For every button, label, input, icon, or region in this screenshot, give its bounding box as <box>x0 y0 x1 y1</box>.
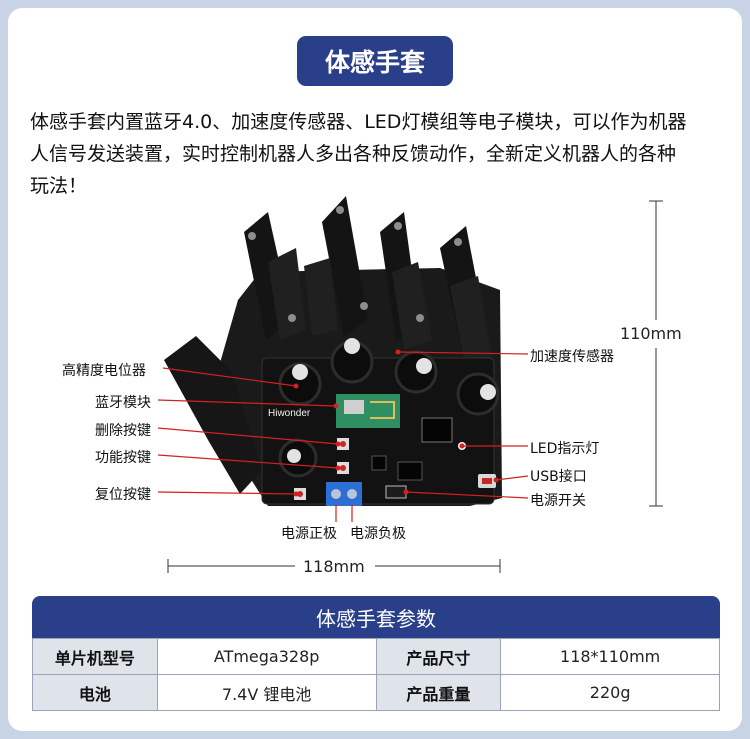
product-description: 体感手套内置蓝牙4.0、加速度传感器、LED灯模组等电子模块，可以作为机器 人信… <box>30 106 725 202</box>
board-brand: Hiwonder <box>268 408 311 419</box>
param-key: 产品重量 <box>375 674 502 711</box>
dimension-height: 110mm <box>620 324 682 343</box>
label-function-button: 功能按键 <box>95 450 151 466</box>
param-value: ATmega328p <box>156 638 377 675</box>
param-key: 产品尺寸 <box>375 638 502 675</box>
description-line: 体感手套内置蓝牙4.0、加速度传感器、LED灯模组等电子模块，可以作为机器 <box>30 111 687 133</box>
label-power-positive: 电源正极 <box>281 526 337 542</box>
table-row: 单片机型号 ATmega328p 产品尺寸 118*110mm <box>32 638 720 675</box>
description-line: 玩法！ <box>30 175 88 197</box>
dimension-width: 118mm <box>303 557 365 576</box>
label-reset-button: 复位按键 <box>95 487 151 503</box>
label-power-negative: 电源负极 <box>350 526 406 542</box>
label-potentiometer: 高精度电位器 <box>62 363 146 379</box>
table-row: 电池 7.4V 锂电池 产品重量 220g <box>32 674 720 711</box>
param-key: 电池 <box>32 674 158 711</box>
param-value: 220g <box>500 674 720 711</box>
param-key: 单片机型号 <box>32 638 158 675</box>
params-header: 体感手套参数 <box>32 596 720 638</box>
label-bluetooth-module: 蓝牙模块 <box>95 395 151 411</box>
label-led-indicator: LED指示灯 <box>530 441 600 457</box>
label-power-switch: 电源开关 <box>530 493 586 509</box>
label-usb-port: USB接口 <box>530 469 587 485</box>
label-accelerometer: 加速度传感器 <box>530 349 614 365</box>
page-title: 体感手套 <box>297 36 453 86</box>
param-value: 118*110mm <box>500 638 720 675</box>
description-line: 人信号发送装置，实时控制机器人多出各种反馈动作，全新定义机器人的各种 <box>30 143 677 165</box>
params-table: 单片机型号 ATmega328p 产品尺寸 118*110mm 电池 7.4V … <box>32 638 720 711</box>
label-delete-button: 删除按键 <box>95 423 151 439</box>
param-value: 7.4V 锂电池 <box>156 674 377 711</box>
